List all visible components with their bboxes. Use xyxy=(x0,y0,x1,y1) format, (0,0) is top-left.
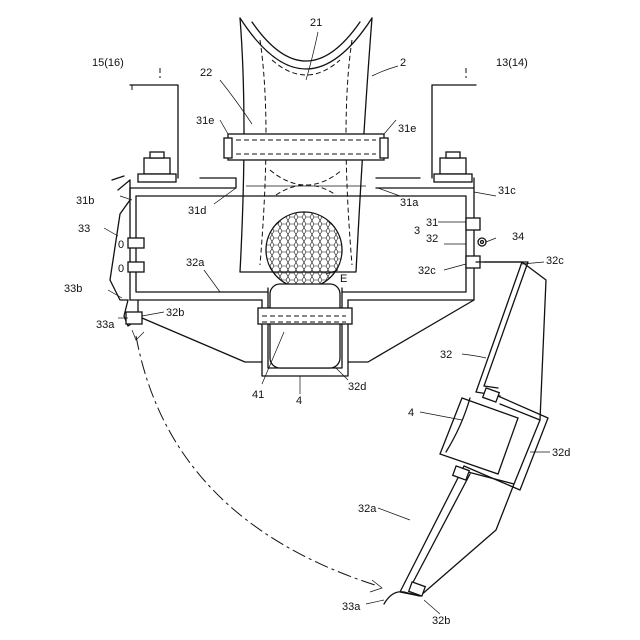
label-32b-top: 32b xyxy=(166,307,184,319)
label-4-top: 4 xyxy=(296,395,302,407)
label-34: 34 xyxy=(512,231,524,243)
label-2: 2 xyxy=(400,57,406,69)
top-left-bolt xyxy=(138,152,176,182)
label-32c-inner: 32c xyxy=(418,265,436,277)
pulley-axle xyxy=(224,134,388,160)
label-31b: 31b xyxy=(76,195,94,207)
label-21: 21 xyxy=(310,17,322,29)
bolt-mark-1: 0 xyxy=(118,239,124,251)
right-hinge xyxy=(466,218,486,268)
upper-roller-bracket xyxy=(258,284,352,376)
label-32-lower: 32 xyxy=(440,349,452,361)
label-22: 22 xyxy=(200,67,212,79)
label-32: 32 xyxy=(426,233,438,245)
cable-bundle xyxy=(266,212,342,288)
swing-arrow-top xyxy=(132,330,144,340)
label-33b: 33b xyxy=(64,283,82,295)
label-4-lower: 4 xyxy=(408,407,414,419)
swing-arrow-bottom xyxy=(370,580,382,592)
label-33a-lower: 33a xyxy=(342,601,361,613)
label-32d-top: 32d xyxy=(348,381,366,393)
label-13-14: 13(14) xyxy=(496,57,528,69)
label-33a-top: 33a xyxy=(96,319,115,331)
lower-roller xyxy=(440,398,518,474)
label-31: 31 xyxy=(426,217,438,229)
label-31e-left: 31e xyxy=(196,115,214,127)
label-31d: 31d xyxy=(188,205,206,217)
label-32d-lower: 32d xyxy=(552,447,570,459)
label-E: E xyxy=(340,273,347,285)
label-31a: 31a xyxy=(400,197,419,209)
label-32a-top: 32a xyxy=(186,257,205,269)
label-32a-lower: 32a xyxy=(358,503,377,515)
bolt-mark-2: 0 xyxy=(118,263,124,275)
label-31e-right: 31e xyxy=(398,123,416,135)
label-32c-outer: 32c xyxy=(546,255,564,267)
top-right-bolt xyxy=(434,152,472,182)
label-3: 3 xyxy=(414,225,420,237)
label-31c: 31c xyxy=(498,185,516,197)
label-33: 33 xyxy=(78,223,90,235)
label-15-16: 15(16) xyxy=(92,57,124,69)
label-32b-lower: 32b xyxy=(432,615,450,627)
label-41: 41 xyxy=(252,389,264,401)
